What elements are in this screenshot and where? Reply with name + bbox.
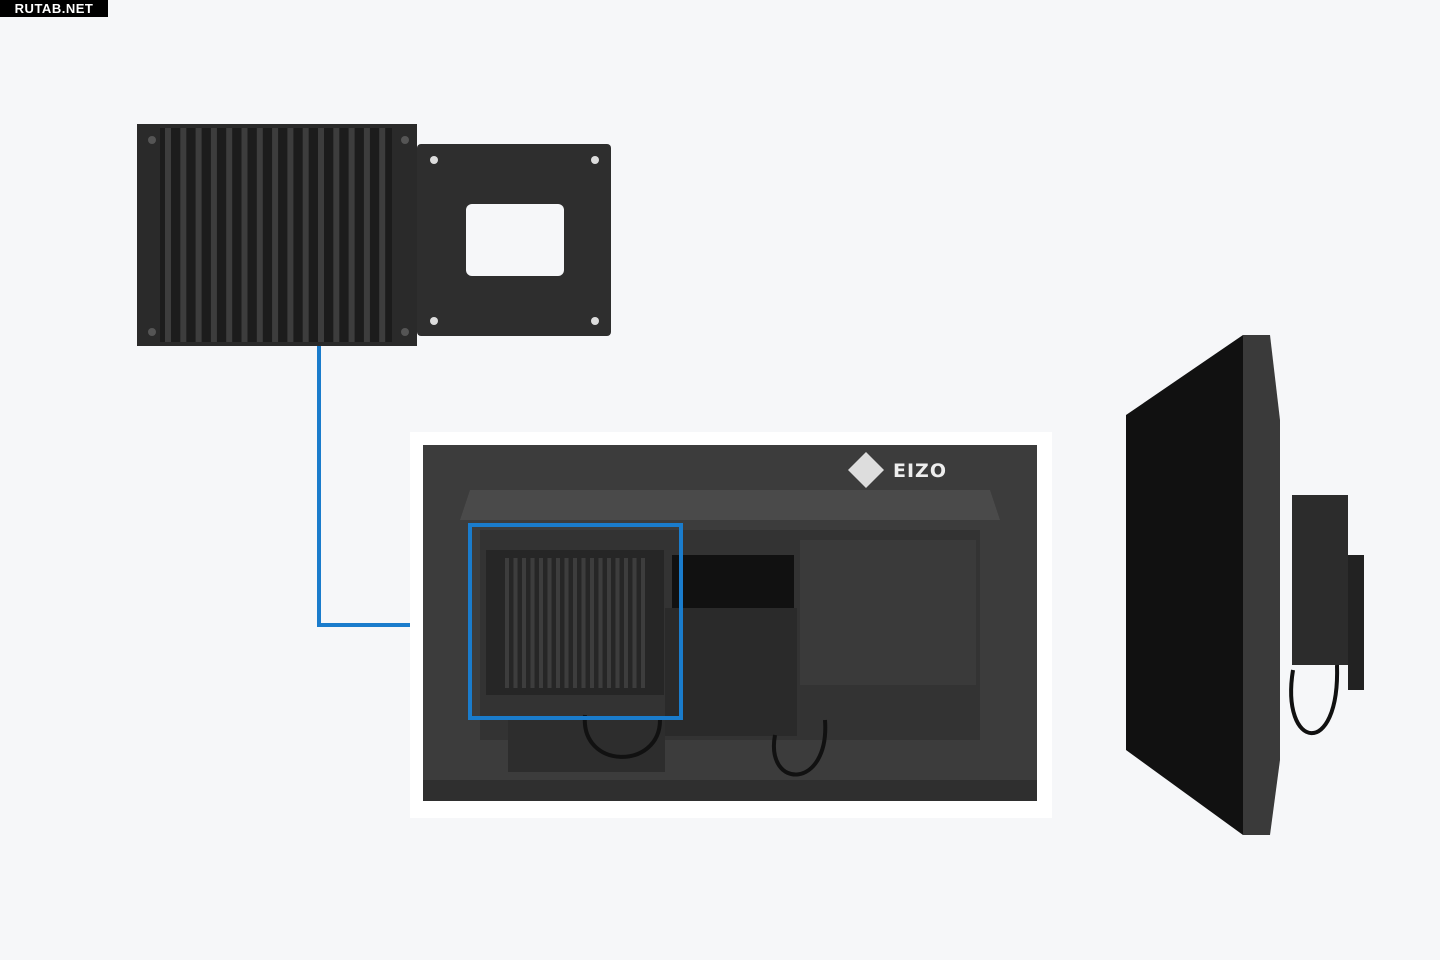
heatsink-fin bbox=[547, 558, 552, 688]
heatsink-fin bbox=[505, 558, 509, 688]
heatsink-fin bbox=[615, 558, 620, 688]
heatsink-fin bbox=[641, 558, 645, 688]
heatsink-fin bbox=[180, 128, 187, 342]
heatsink-fin bbox=[598, 558, 603, 688]
heatsink-fin bbox=[333, 128, 340, 342]
vesa-mount-plate bbox=[417, 144, 611, 336]
heatsink-fin bbox=[581, 558, 586, 688]
mini-pc-device bbox=[137, 124, 417, 346]
heatsink-fin bbox=[590, 558, 594, 688]
heatsink-fin bbox=[513, 558, 518, 688]
heatsink-fin bbox=[632, 558, 637, 688]
heatsink-fin bbox=[348, 128, 355, 342]
heatsink-fin bbox=[607, 558, 611, 688]
heatsink-fin bbox=[287, 128, 294, 342]
heatsink-fin bbox=[624, 558, 628, 688]
heatsink-fin bbox=[530, 558, 535, 688]
heatsink-fin bbox=[539, 558, 543, 688]
heatsink-fin bbox=[522, 558, 526, 688]
heatsink-fin bbox=[564, 558, 569, 688]
watermark: RUTAB.NET bbox=[0, 0, 108, 17]
highlight-box bbox=[468, 523, 683, 720]
heatsink-fin bbox=[256, 128, 263, 342]
heatsink-fin bbox=[210, 128, 217, 342]
heatsink-fin bbox=[556, 558, 560, 688]
eizo-logo: EIZO bbox=[893, 460, 947, 482]
heatsink-fin bbox=[379, 128, 386, 342]
heatsink-fin bbox=[165, 128, 171, 342]
heatsink-fin bbox=[363, 128, 370, 342]
heatsink-fin bbox=[573, 558, 577, 688]
heatsink-fin bbox=[318, 128, 324, 342]
heatsink-fin bbox=[195, 128, 202, 342]
heatsink-fin bbox=[241, 128, 248, 342]
heatsink-fin bbox=[302, 128, 309, 342]
heatsink-fin bbox=[226, 128, 233, 342]
heatsink-fin bbox=[272, 128, 279, 342]
monitor-rear-view bbox=[410, 432, 1052, 818]
monitor-side-view bbox=[1126, 335, 1364, 835]
